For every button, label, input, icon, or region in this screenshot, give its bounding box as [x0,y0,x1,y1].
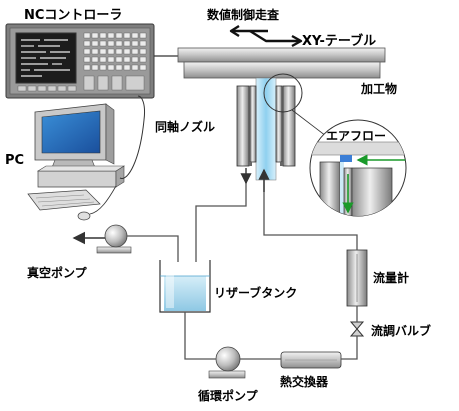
pc [27,95,145,221]
xy-table [177,47,386,79]
coaxial-nozzle [236,73,327,181]
nc-keypad [83,32,147,71]
flow-control-valve-icon [349,321,365,337]
heat-exchanger [280,351,342,369]
nc-controller [5,23,155,99]
reservoir-tank [159,260,211,313]
vacuum-pump [72,224,132,254]
nozzle-fluid [255,77,277,181]
flow-meter [346,249,368,307]
air-flow-label: エアフロー [326,129,386,143]
vacuum-pump-label: 真空ポンプ [27,265,88,280]
pc-label: PC [5,153,24,168]
zoom-source-circle [263,73,303,113]
xy-table-label: XY-テーブル [302,33,376,49]
monitor-screen [41,110,101,154]
circulation-pump [208,346,246,379]
heat-exchanger-label: 熱交換器 [280,374,329,389]
workpiece-label: 加工物 [360,81,397,96]
coaxial-nozzle-label: 同軸ノズル [155,119,215,134]
flow-control-valve-label: 流調バルブ [371,323,431,338]
air-flow-detail [309,119,407,217]
keyboard [27,189,101,211]
flow-meter-label: 流量計 [373,270,409,285]
scan-direction-arrow-icon [229,24,303,48]
nc-controller-label: NCコントローラ [24,8,122,23]
circulation-pump-label: 循環ポンプ [198,388,259,403]
nc-scan-label: 数値制御走査 [207,7,280,22]
piping [127,180,358,360]
pc-case [37,170,117,188]
mouse [77,211,91,221]
reservoir-tank-label: リザーブタンク [214,285,297,300]
workpiece-plate [183,61,381,79]
